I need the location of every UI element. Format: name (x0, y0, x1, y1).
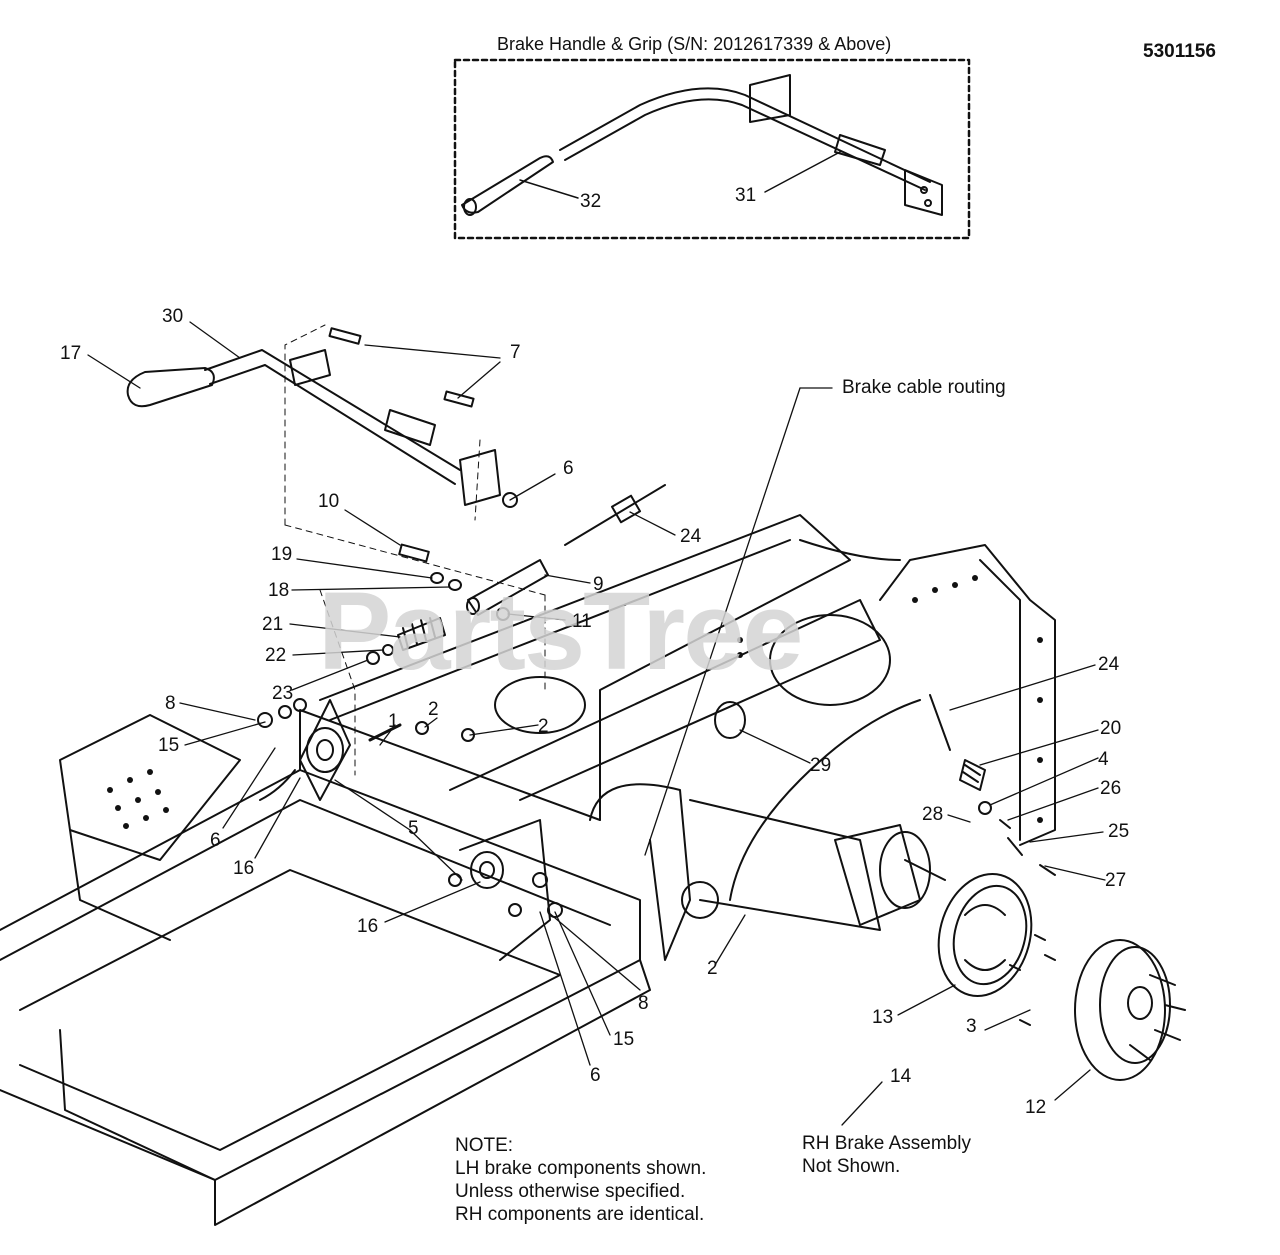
handle-assembly (126, 327, 501, 506)
callout-c2c: 2 (707, 958, 718, 979)
callout-c17: 17 (60, 343, 82, 364)
brake-spring-20 (929, 694, 1056, 876)
callout-c30: 30 (162, 306, 184, 327)
part-number: 5301156 (1143, 41, 1216, 62)
leader-lines (87, 321, 1106, 1126)
callout-c13: 13 (872, 1007, 894, 1028)
callout-c19: 19 (271, 544, 293, 565)
callout-c15a: 15 (158, 735, 180, 756)
callout-c7: 7 (510, 342, 521, 363)
note-title: NOTE: (455, 1135, 514, 1156)
linkage-hardware (366, 492, 549, 665)
note-line-2: Unless otherwise specified. (455, 1181, 686, 1202)
callout-c12: 12 (1025, 1097, 1047, 1118)
callout-c22: 22 (265, 645, 287, 666)
callout-c16b: 16 (357, 916, 379, 937)
callout-c29: 29 (810, 755, 832, 776)
callout-c8b: 8 (638, 993, 649, 1014)
callout-c9: 9 (593, 574, 604, 595)
rh-note-block: RH Brake Assembly Not Shown. (802, 1132, 971, 1178)
grip-part-32 (461, 155, 554, 216)
callout-c11: 11 (572, 611, 592, 632)
callout-c18: 18 (268, 580, 290, 601)
brake-cable (564, 484, 921, 901)
callout-c2b: 2 (538, 716, 549, 737)
brake-pivot-assembly (257, 698, 563, 961)
note-line-3: RH components are identical. (455, 1204, 705, 1225)
callout-c25: 25 (1108, 821, 1130, 842)
brake-cable-routing-label: Brake cable routing (842, 377, 1006, 398)
callout-c5: 5 (408, 818, 419, 839)
callout-c1: 1 (388, 711, 399, 732)
brake-backing-plate-13 (937, 872, 1033, 998)
callout-c16a: 16 (233, 858, 255, 879)
callout-c6c: 6 (590, 1065, 601, 1086)
rh-note-line-1: RH Brake Assembly (802, 1133, 971, 1154)
axle-housing (834, 824, 946, 926)
note-block: NOTE: LH brake components shown. Unless … (455, 1134, 706, 1226)
callout-c6a: 6 (563, 458, 574, 479)
callout-c20: 20 (1100, 718, 1122, 739)
callout-c21: 21 (262, 614, 284, 635)
frame-holes (107, 575, 1043, 829)
callout-c26: 26 (1100, 778, 1122, 799)
brake-handle-part-31 (559, 74, 943, 216)
inset-title: Brake Handle & Grip (S/N: 2012617339 & A… (497, 34, 892, 54)
watermark: PartsTree (318, 570, 803, 693)
callout-c3: 3 (966, 1016, 977, 1037)
callout-c10: 10 (318, 491, 340, 512)
inset-frame (453, 58, 971, 240)
callout-c24a: 24 (680, 526, 702, 547)
callout-c31: 31 (735, 185, 757, 206)
callout-c4: 4 (1098, 749, 1109, 770)
construction-lines (284, 324, 546, 776)
note-line-1: LH brake components shown. (455, 1158, 707, 1179)
callout-c24b: 24 (1098, 654, 1120, 675)
callout-c32: 32 (580, 191, 602, 212)
callout-c6b: 6 (210, 830, 221, 851)
brake-drum-12 (1074, 939, 1186, 1081)
callout-c27: 27 (1105, 870, 1127, 891)
callout-c23: 23 (272, 683, 294, 704)
callout-c2a: 2 (428, 699, 439, 720)
callout-c14: 14 (890, 1066, 912, 1087)
callout-c15b: 15 (613, 1029, 635, 1050)
rh-note-line-2: Not Shown. (802, 1156, 901, 1177)
lug-studs-3 (1009, 934, 1056, 1026)
callout-c28: 28 (922, 804, 944, 825)
callout-c8a: 8 (165, 693, 176, 714)
